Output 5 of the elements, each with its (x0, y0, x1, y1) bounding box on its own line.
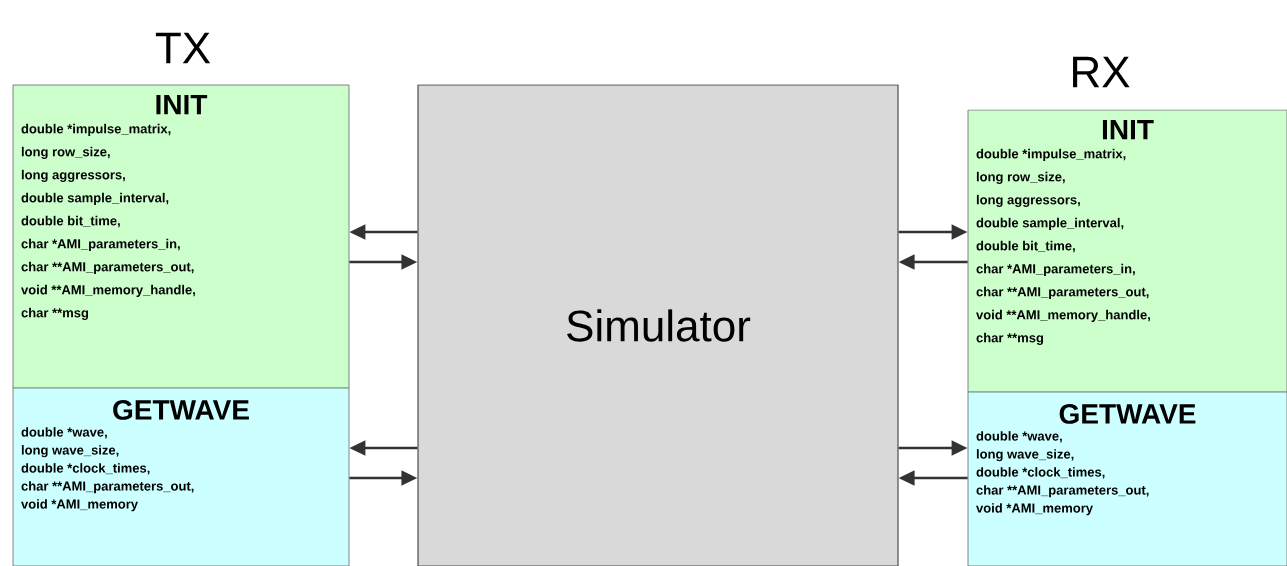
function-box: GETWAVE double *wave, long wave_size, double *clock_times, char **AMI_parameters_out, void *AMI_memory (967, 391, 1287, 566)
function-box: INIT double *impulse_matrix, long row_size, long aggressors, double sample_interval, double bit_time, char *AMI_parameters_in, char **AMI_parameters_out, void **AMI_memory_handle, char **msg (12, 84, 350, 389)
simulator-box: Simulator (417, 84, 899, 566)
function-box: INIT double *impulse_matrix, long row_size, long aggressors, double sample_interval, double bit_time, char *AMI_parameters_in, char **AMI_parameters_out, void **AMI_memory_handle, char **msg (967, 109, 1287, 393)
function-box: GETWAVE double *wave, long wave_size, double *clock_times, char **AMI_parameters_out, void *AMI_memory (12, 387, 350, 566)
